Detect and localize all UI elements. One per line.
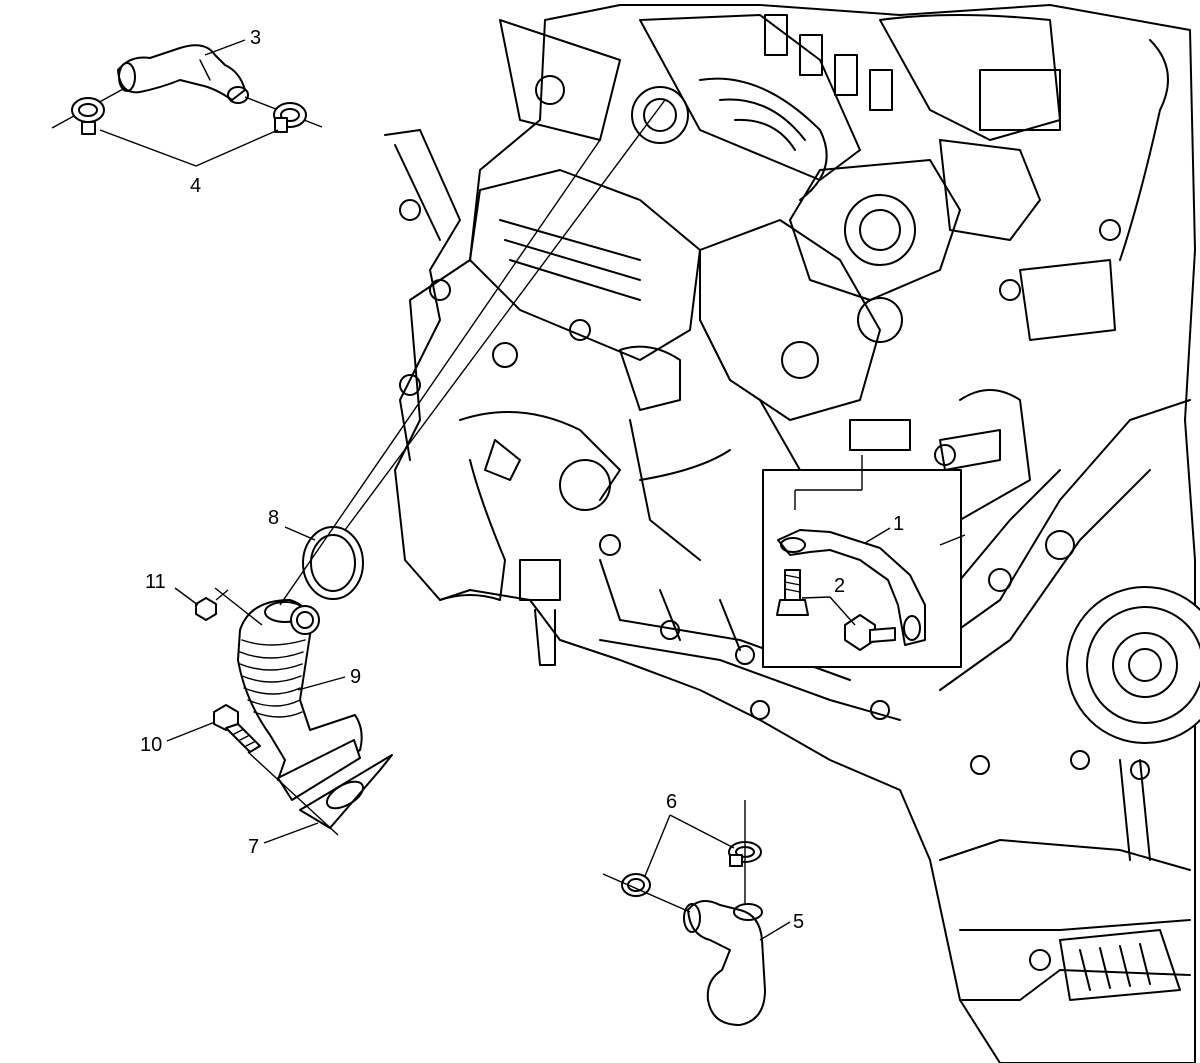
- gasket-part-7: [299, 754, 393, 829]
- seal-ring-part-8: [302, 526, 364, 600]
- callout-3: 3: [250, 27, 261, 49]
- callout-9: 9: [350, 666, 361, 688]
- callout-8: 8: [268, 507, 279, 529]
- inset-detail-box: [762, 455, 966, 668]
- clamp-part-4: [51, 87, 323, 135]
- clamp-part-6: [602, 800, 762, 913]
- callout-11: 11: [145, 571, 166, 593]
- bolt-part-10: [213, 704, 261, 753]
- egr-tube-part-1: [777, 529, 926, 646]
- hose-part-5: [683, 900, 766, 1026]
- callout-labels: 3 4 1 2 8 11 9 10 7 6 5: [140, 27, 904, 933]
- bolt-part-11: [195, 589, 229, 621]
- callout-4: 4: [190, 175, 201, 197]
- callout-5: 5: [793, 911, 804, 933]
- leader-lines: [99, 39, 891, 941]
- callout-2: 2: [834, 575, 845, 597]
- callout-1: 1: [893, 513, 904, 535]
- bolt-part-2: [776, 569, 896, 651]
- flex-pipe-part-9: [237, 599, 363, 801]
- callout-6: 6: [666, 791, 677, 813]
- hose-part-3: [117, 44, 249, 104]
- callout-10: 10: [140, 734, 162, 756]
- callout-7: 7: [248, 836, 259, 858]
